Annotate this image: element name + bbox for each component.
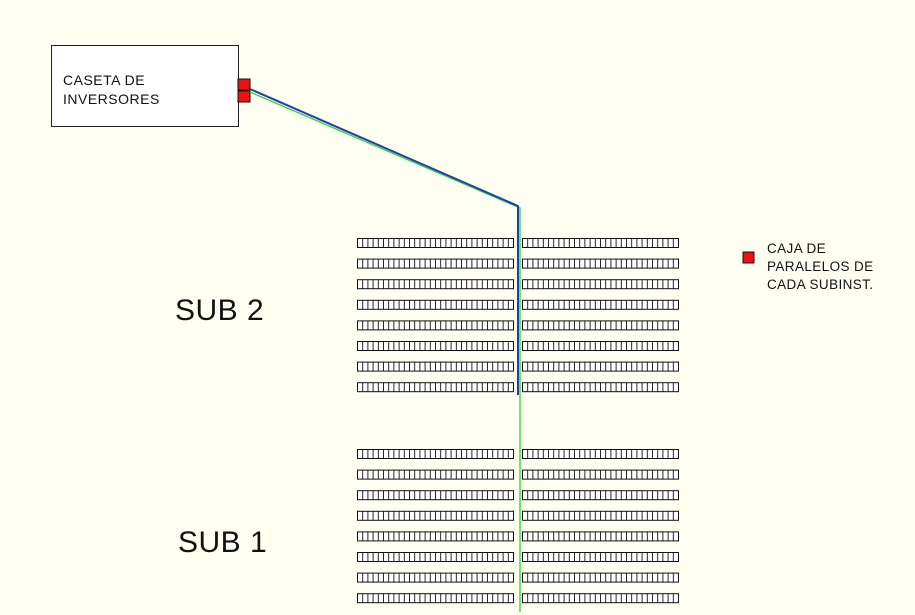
cable-sub1-green [249, 91, 521, 612]
panel-row-sub2-left-7 [357, 361, 514, 372]
panel-row-modules [362, 300, 509, 310]
panel-row-sub1-right-7 [522, 572, 679, 583]
panel-row-modules [527, 362, 674, 372]
panel-row-sub2-right-6 [522, 341, 679, 351]
panel-row-sub2-right-5 [522, 320, 679, 331]
panel-row-modules [527, 593, 674, 603]
panel-row-sub2-left-4 [357, 299, 514, 310]
panel-row-modules [527, 341, 674, 351]
panel-row-sub1-right-8 [522, 593, 679, 604]
inverter-house-label: CASETA DE INVERSORES [63, 71, 160, 109]
panel-row-modules [362, 320, 509, 330]
panel-row-modules [362, 382, 509, 392]
panel-row-modules [362, 593, 509, 603]
panel-row-modules [527, 531, 674, 541]
legend-marker-icon [742, 251, 755, 264]
panel-row-sub2-left-2 [357, 258, 514, 269]
panel-row-modules [362, 362, 509, 372]
inverter-house-label-line2: INVERSORES [63, 91, 160, 107]
panel-row-modules [527, 490, 674, 500]
legend-line1: CAJA DE [767, 241, 827, 256]
panel-row-modules [527, 320, 674, 330]
panel-row-sub1-left-8 [357, 593, 514, 604]
panel-row-sub1-left-5 [357, 531, 514, 542]
panel-row-modules [527, 279, 674, 289]
panel-row-modules [527, 573, 674, 583]
junction-box-sub2 [237, 78, 251, 91]
panel-row-modules [362, 238, 509, 248]
panel-row-sub1-right-5 [522, 531, 679, 542]
legend-line2: PARALELOS DE [767, 259, 874, 274]
sub1-label: SUB 1 [178, 526, 268, 559]
panel-row-modules [362, 531, 509, 541]
panel-row-sub2-right-3 [522, 279, 679, 290]
panel-row-modules [362, 573, 509, 583]
panel-row-sub2-right-1 [522, 238, 679, 248]
panel-row-modules [362, 511, 509, 521]
sub2-label: SUB 2 [175, 294, 265, 327]
panel-row-modules [527, 238, 674, 248]
panel-row-sub2-right-7 [522, 361, 679, 372]
panel-row-modules [527, 470, 674, 480]
panel-row-modules [362, 341, 509, 351]
panel-rows-group [357, 238, 679, 604]
panel-row-modules [362, 470, 509, 480]
panel-row-modules [527, 382, 674, 392]
panel-row-sub2-left-6 [357, 341, 514, 351]
panel-row-modules [527, 300, 674, 310]
legend-label: CAJA DE PARALELOS DE CADA SUBINST. [767, 240, 874, 294]
panel-row-modules [362, 552, 509, 562]
panel-row-modules [362, 279, 509, 289]
panel-row-modules [362, 259, 509, 269]
panel-row-sub1-left-3 [357, 490, 514, 501]
inverter-house-label-line1: CASETA DE [63, 72, 146, 88]
panel-row-sub1-right-1 [522, 449, 679, 459]
panel-row-modules [527, 511, 674, 521]
legend-line3: CADA SUBINST. [767, 277, 874, 292]
panel-row-modules [527, 449, 674, 459]
panel-row-sub2-left-1 [357, 238, 514, 248]
panel-row-sub2-left-8 [357, 382, 514, 393]
panel-row-modules [527, 259, 674, 269]
panel-row-sub2-right-2 [522, 258, 679, 269]
panel-row-sub1-left-7 [357, 572, 514, 583]
panel-row-sub1-left-4 [357, 510, 514, 521]
junction-box-sub1 [237, 90, 251, 103]
panel-row-sub2-right-4 [522, 299, 679, 310]
panel-row-sub2-right-8 [522, 382, 679, 393]
inverter-house-box [51, 45, 239, 127]
panel-row-sub1-left-1 [357, 449, 514, 459]
panel-row-modules [362, 490, 509, 500]
panel-row-sub2-left-3 [357, 279, 514, 290]
panel-row-sub1-right-6 [522, 552, 679, 562]
panel-row-sub1-right-4 [522, 510, 679, 521]
panel-row-sub1-left-6 [357, 552, 514, 562]
panel-row-sub2-left-5 [357, 320, 514, 331]
cable-runs [249, 88, 521, 612]
panel-row-modules [527, 552, 674, 562]
panel-row-sub1-right-3 [522, 490, 679, 501]
cable-sub2-blue [249, 88, 519, 395]
panel-row-sub1-left-2 [357, 469, 514, 480]
panel-row-modules [362, 449, 509, 459]
panel-row-sub1-right-2 [522, 469, 679, 480]
